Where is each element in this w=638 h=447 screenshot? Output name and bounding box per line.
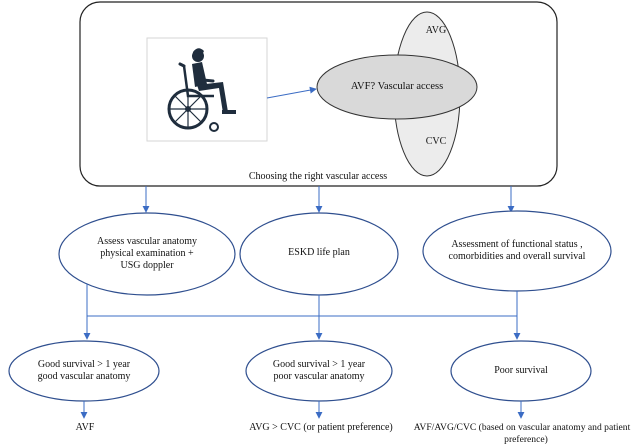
upper-petal-label: AVG: [425, 25, 447, 36]
good-good-text: Good survival > 1 year good vascular ana…: [19, 359, 149, 383]
lower-petal-label: CVC: [425, 136, 447, 147]
wheelchair-user-icon: [167, 48, 236, 132]
good-good-line-1: Good survival > 1 year: [37, 359, 131, 370]
outcome-avf: AVF: [75, 422, 95, 433]
poor-survival-text: Poor survival: [494, 365, 548, 376]
functional-status-text: Assessment of functional status , comorb…: [432, 239, 602, 263]
outcome-any-line-2: preference): [504, 434, 548, 445]
assess-anatomy-text: Assess vascular anatomy physical examina…: [72, 236, 222, 272]
functional-status-line-2: comorbidities and overall survival: [448, 251, 586, 262]
good-poor-line-2: poor vascular anatomy: [273, 371, 365, 382]
top-box-caption: Choosing the right vascular access: [248, 171, 388, 182]
assess-anatomy-line-3: USG doppler: [120, 260, 174, 271]
wheelchair-image-frame: [146, 37, 268, 142]
assess-anatomy-line-1: Assess vascular anatomy: [97, 236, 197, 247]
assess-anatomy-line-2: physical examination +: [100, 248, 194, 259]
good-good-line-2: good vascular anatomy: [37, 371, 131, 382]
functional-status-line-1: Assessment of functional status ,: [451, 239, 583, 250]
outcome-avg-cvc: AVG > CVC (or patient preference): [249, 422, 393, 433]
image-to-oval-arrow: [266, 86, 317, 99]
outcome-any-line-1: AVF/AVG/CVC (based on vascular anatomy a…: [413, 422, 631, 433]
center-oval: [316, 54, 478, 120]
eskd-life-plan-text: ESKD life plan: [288, 247, 350, 258]
good-poor-line-1: Good survival > 1 year: [272, 359, 366, 370]
center-oval-label: AVF? Vascular access: [350, 81, 444, 92]
assess-anatomy-ellipse: [58, 212, 236, 296]
good-poor-text: Good survival > 1 year poor vascular ana…: [254, 359, 384, 383]
